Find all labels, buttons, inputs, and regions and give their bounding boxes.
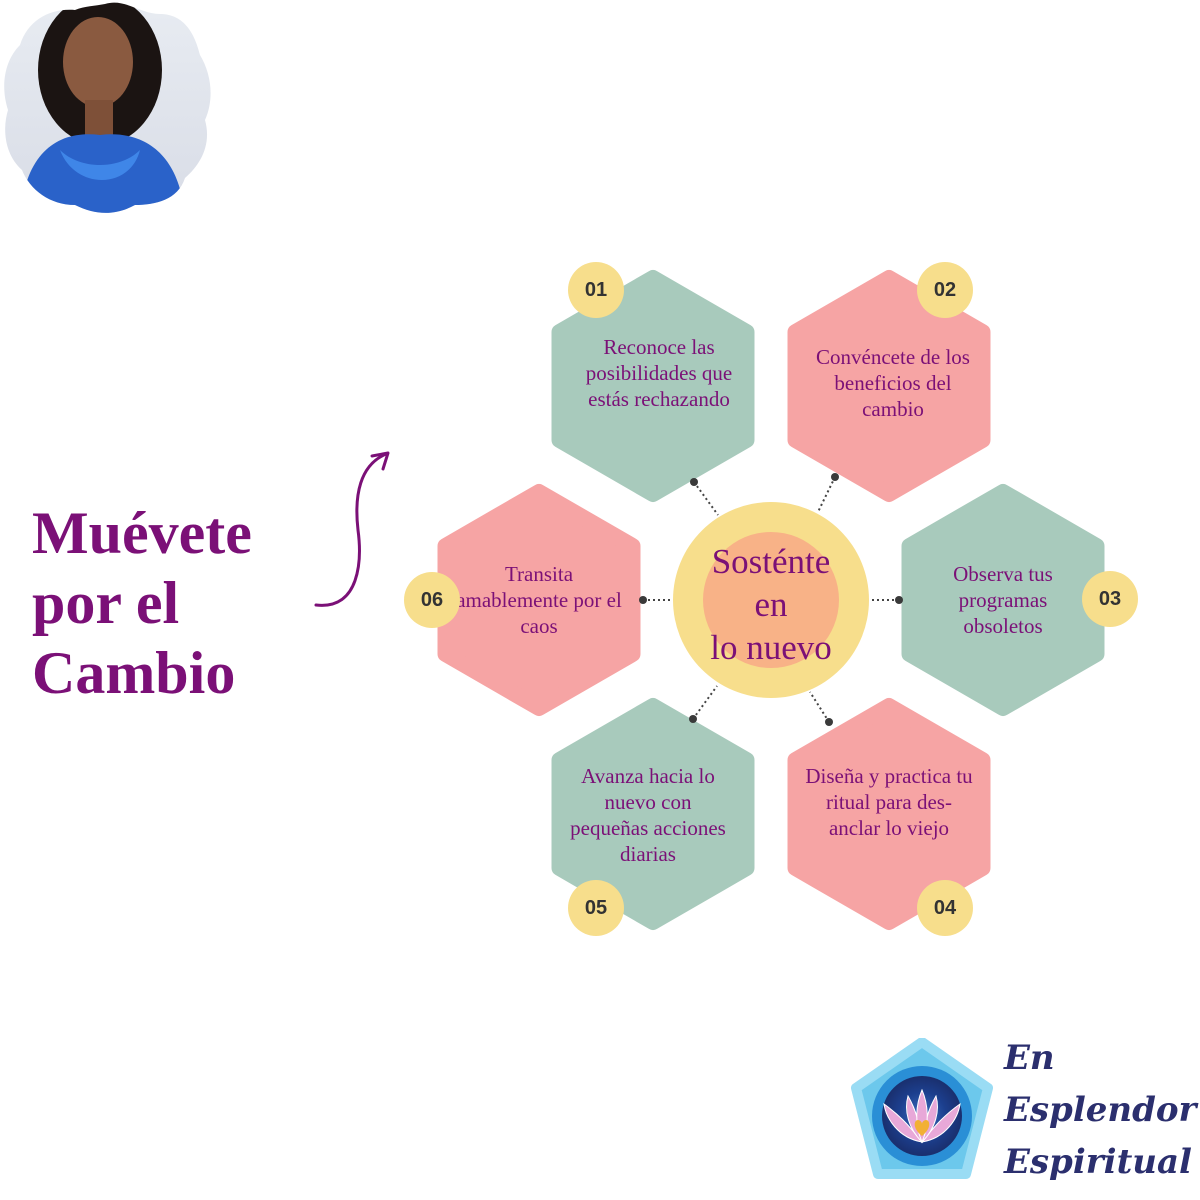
step-06-badge: 06: [404, 572, 460, 628]
connector-dot: [831, 473, 839, 481]
step-04-text: Diseña y practica tu ritual para des-anc…: [805, 764, 973, 840]
step-01-badge: 01: [568, 262, 624, 318]
curved-arrow-icon: [314, 451, 390, 607]
step-03-text: Observa tus programas obsoletos: [953, 562, 1053, 638]
connector-dot: [895, 596, 903, 604]
connector-04: [809, 691, 830, 723]
connector-dot: [690, 478, 698, 486]
connector-dot: [689, 715, 697, 723]
step-02-text: Convéncete de los beneficios del cambio: [816, 345, 970, 421]
connector-dot: [639, 596, 647, 604]
brand-line-3: Espiritual: [1004, 1142, 1192, 1182]
title-line-1: Muévete: [32, 500, 252, 566]
center-line-1: Sosténte: [711, 542, 831, 581]
connector-02: [817, 476, 836, 513]
hexagon-step-02: [787, 270, 991, 502]
page-title: Muévete por el Cambio: [32, 498, 252, 708]
step-04-badge: 04: [917, 880, 973, 936]
brand-line-2: Esplendor: [1004, 1090, 1197, 1130]
step-02-badge: 02: [917, 262, 973, 318]
step-01-text: Reconoce las posibilidades que estás rec…: [585, 335, 733, 411]
title-line-2: por el: [32, 570, 180, 636]
step-03-badge: 03: [1082, 571, 1138, 627]
center-line-2: en: [754, 585, 788, 624]
hexagon-step-06: [437, 484, 641, 716]
connector-dot: [825, 718, 833, 726]
hexagon-step-01: [551, 270, 755, 502]
center-label: Sosténte en lo nuevo: [681, 540, 861, 669]
title-line-3: Cambio: [32, 640, 236, 706]
hexagon-step-03: [901, 484, 1105, 716]
brand-line-1: En: [1004, 1038, 1055, 1078]
connector-01: [693, 481, 719, 516]
profile-photo: [4, 2, 211, 213]
brand-name: En Esplendor Espiritual: [1004, 1032, 1196, 1188]
hexagon-step-05: [551, 698, 755, 930]
brand-logo: [851, 1038, 993, 1179]
center-line-3: lo nuevo: [710, 628, 832, 667]
hexagon-step-04: [787, 698, 991, 930]
connector-05: [692, 685, 718, 720]
step-05-text: Avanza hacia lo nuevo con pequeñas accio…: [570, 764, 726, 866]
step-05-badge: 05: [568, 880, 624, 936]
center-circle-inner: [703, 532, 839, 668]
step-06-text: Transita amablemente por el caos: [456, 562, 622, 638]
